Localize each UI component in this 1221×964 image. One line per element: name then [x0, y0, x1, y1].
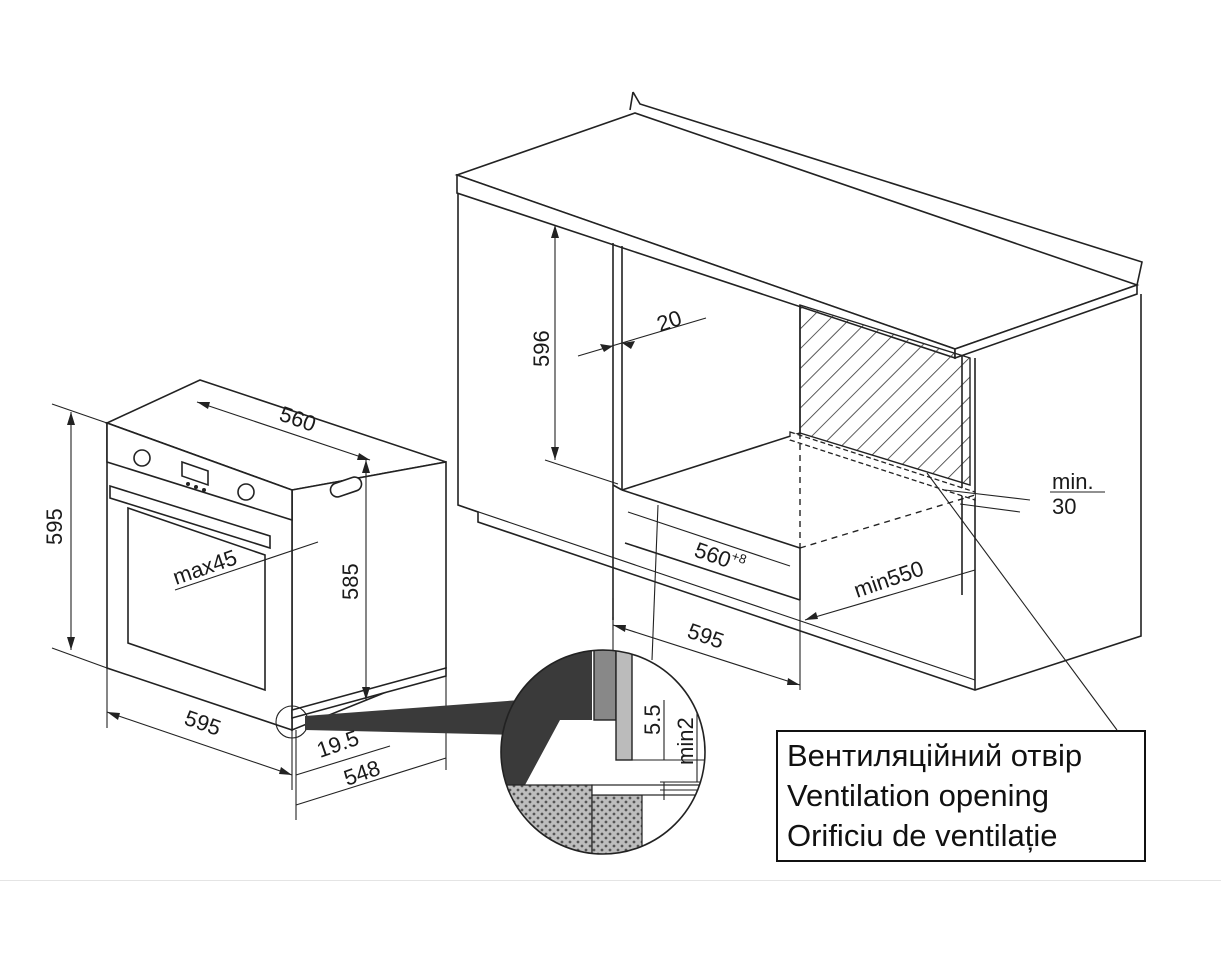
- dim-rear-min-value: 30: [1052, 494, 1076, 519]
- dim-oven-side-height: 585: [338, 563, 363, 600]
- dim-rear-min-label: min.: [1052, 469, 1094, 494]
- dim-oven-height: 595: [42, 508, 67, 545]
- dim-cabinet-width: 595: [684, 618, 727, 654]
- dim-detail-gap: 5.5: [640, 704, 665, 735]
- dim-niche-height: 596: [529, 330, 554, 367]
- dim-oven-width: 595: [181, 705, 224, 741]
- oven: [51, 379, 520, 820]
- magnified-detail: [500, 649, 706, 855]
- legend-line-ro: Orificiu de ventilație: [787, 818, 1058, 853]
- dim-oven-depth: 548: [340, 755, 383, 791]
- legend-line-uk: Вентиляційний отвір: [787, 738, 1083, 773]
- dim-detail-min: min2: [673, 717, 698, 765]
- ventilation-legend: Вентиляційний отвір Ventilation opening …: [776, 730, 1146, 862]
- legend-line-en: Ventilation opening: [787, 778, 1050, 813]
- cabinet: [454, 91, 1143, 731]
- footer-divider: [0, 880, 1221, 881]
